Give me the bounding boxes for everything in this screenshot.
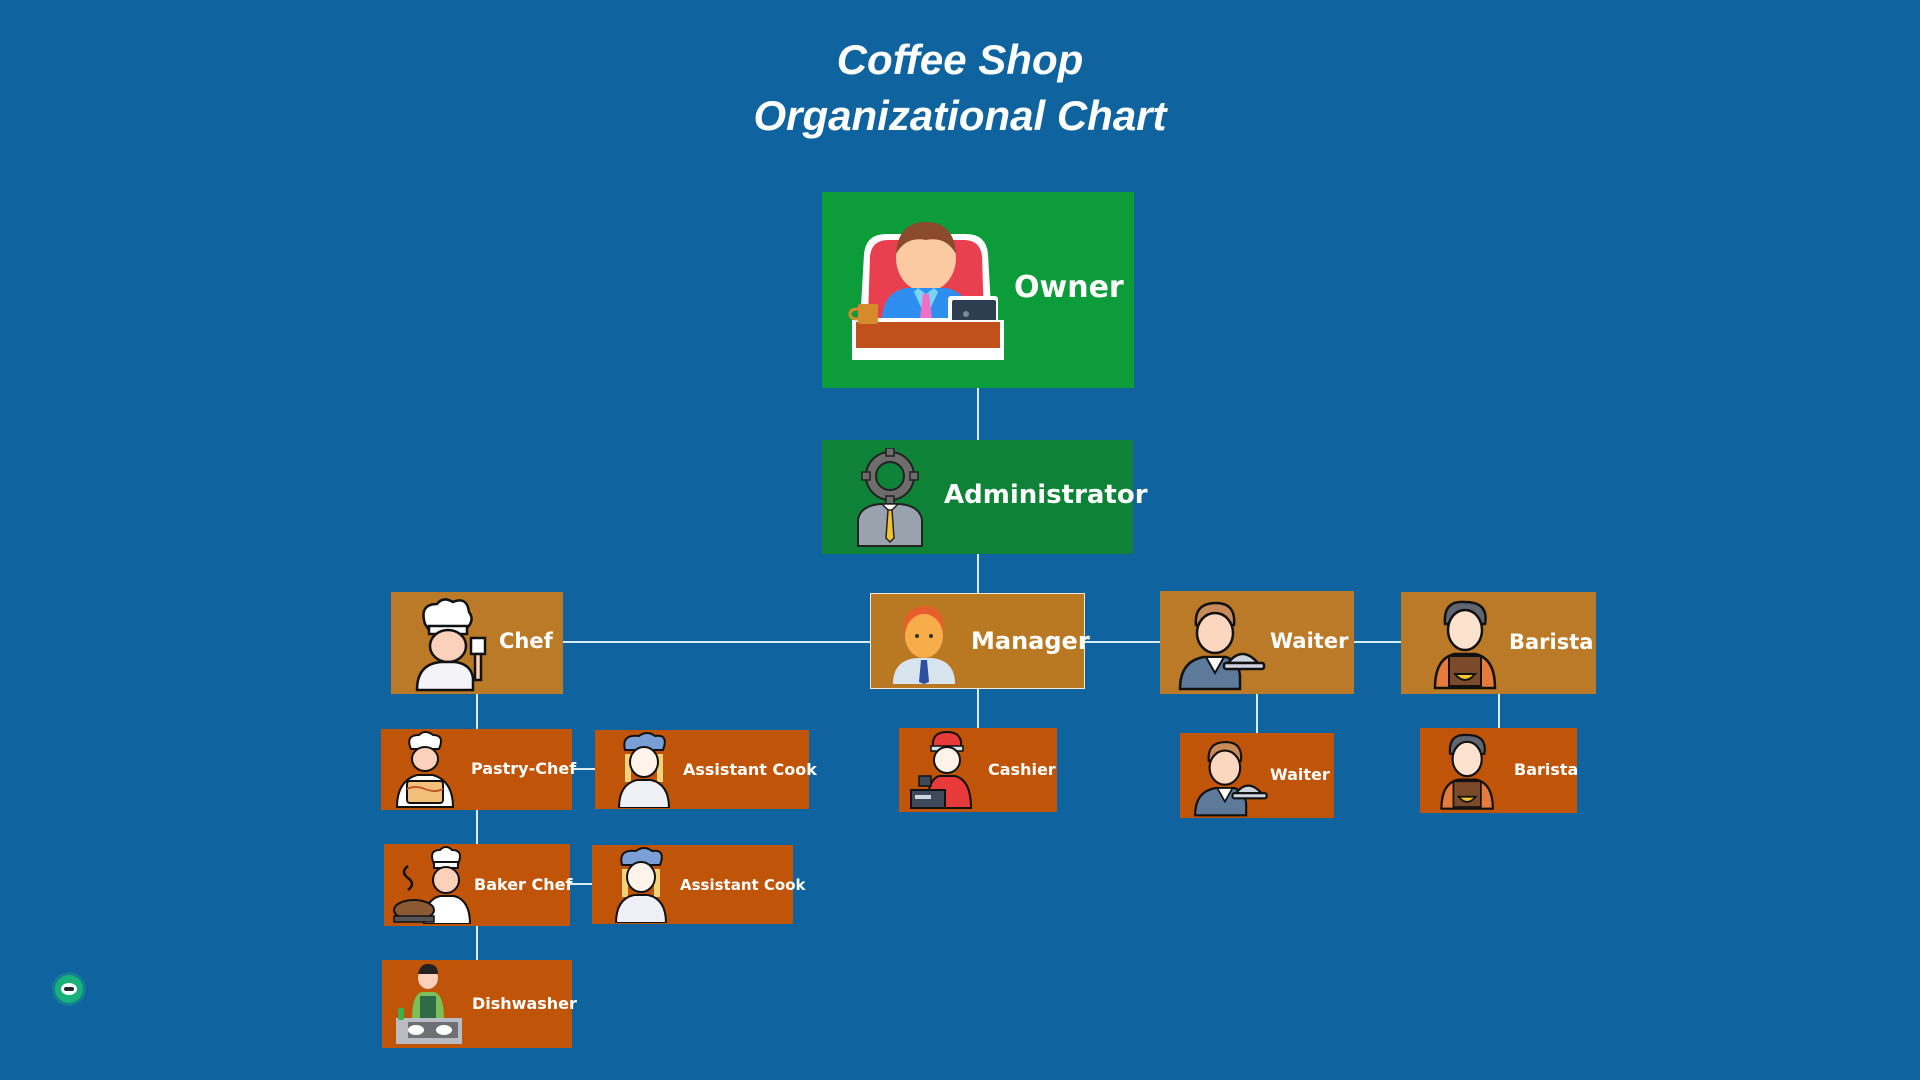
connector-baker-dishwasher — [476, 926, 478, 960]
assistant-cook-2-label: Assistant Cook — [680, 876, 806, 894]
baker-bread-icon — [393, 846, 472, 924]
connector-baker-asstcook — [570, 883, 592, 885]
connector-waiter-barista — [1354, 641, 1401, 643]
chart-title-line2: Organizational Chart — [753, 92, 1167, 139]
connector-owner-admin — [977, 388, 979, 440]
manager-label: Manager — [971, 627, 1090, 655]
node-assistant-cook-1[interactable]: Assistant Cook — [595, 730, 817, 809]
connector-pastry-baker — [476, 810, 478, 844]
connector-manager-waiter — [1085, 641, 1160, 643]
chatbot-bubble-button[interactable] — [55, 975, 83, 1003]
node-cashier[interactable]: Cashier — [899, 728, 1057, 812]
chatbot-icon — [61, 983, 77, 995]
administrator-label: Administrator — [944, 480, 1148, 510]
node-manager[interactable]: Manager — [870, 593, 1090, 689]
connector-barista-barista2 — [1498, 694, 1500, 728]
waiter-with-cloche-icon — [1178, 601, 1266, 691]
node-barista-2[interactable]: Barista — [1420, 728, 1579, 813]
baker-chef-label: Baker Chef — [474, 875, 573, 894]
chef-with-spatula-icon — [415, 598, 487, 692]
cashier-label: Cashier — [988, 760, 1056, 779]
chef-label: Chef — [499, 629, 553, 653]
manager-person-icon — [893, 606, 955, 684]
connector-pastry-asstcook — [572, 768, 595, 770]
node-pastry-chef[interactable]: Pastry-Chef — [381, 729, 576, 810]
chart-title-line1: Coffee Shop — [836, 36, 1084, 83]
owner-at-desk-icon — [848, 222, 1004, 360]
node-assistant-cook-2[interactable]: Assistant Cook — [592, 845, 806, 924]
node-waiter[interactable]: Waiter — [1160, 591, 1354, 694]
node-chef[interactable]: Chef — [391, 592, 563, 694]
dishwasher-label: Dishwasher — [472, 994, 577, 1013]
node-administrator[interactable]: Administrator — [822, 440, 1148, 554]
waiter-2-label: Waiter — [1270, 765, 1330, 784]
waiter-label: Waiter — [1270, 629, 1349, 653]
connector-chef-pastry — [476, 694, 478, 729]
connector-manager-cashier — [977, 689, 979, 728]
owner-label: Owner — [1014, 270, 1124, 305]
dishwasher-person-icon — [396, 964, 462, 1044]
connector-chef-manager — [563, 641, 870, 643]
node-baker-chef[interactable]: Baker Chef — [384, 844, 573, 926]
barista-with-coffee-icon — [1433, 600, 1497, 690]
barista-label: Barista — [1509, 630, 1594, 654]
node-owner[interactable]: Owner — [822, 192, 1134, 388]
pastry-chef-cake-icon — [395, 731, 455, 808]
node-barista[interactable]: Barista — [1401, 592, 1596, 694]
cashier-register-icon — [910, 730, 973, 809]
waiter-with-cloche-icon — [1194, 741, 1268, 817]
assistant-cook-1-label: Assistant Cook — [683, 760, 817, 779]
node-waiter-2[interactable]: Waiter — [1180, 733, 1334, 818]
node-dishwasher[interactable]: Dishwasher — [382, 960, 577, 1048]
pastry-chef-label: Pastry-Chef — [471, 759, 577, 778]
gear-head-businessman-icon — [857, 448, 923, 547]
assistant-cook-icon — [614, 847, 668, 923]
connector-waiter-waiter2 — [1256, 694, 1258, 733]
assistant-cook-icon — [617, 732, 671, 808]
barista-2-label: Barista — [1514, 760, 1579, 779]
connector-admin-manager — [977, 554, 979, 593]
barista-with-coffee-icon — [1440, 733, 1494, 810]
